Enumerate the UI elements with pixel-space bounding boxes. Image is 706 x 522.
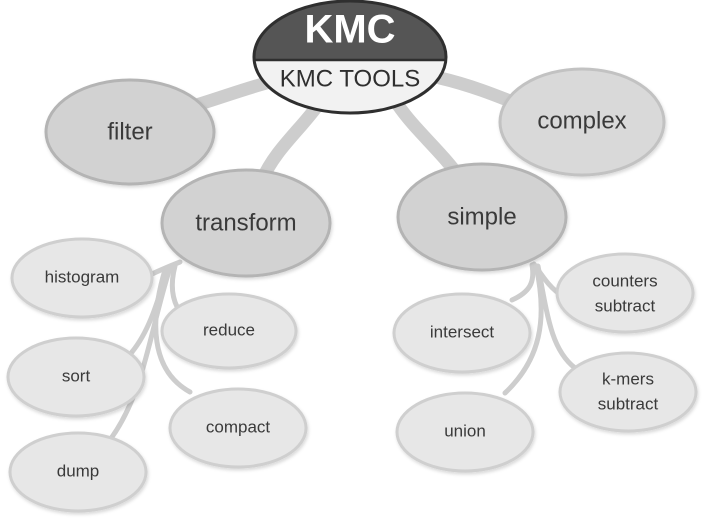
transform-branches	[109, 259, 193, 440]
counters-subtract-bubble	[555, 252, 695, 334]
leaf-union: union	[395, 391, 535, 473]
sort-bubble	[6, 336, 146, 418]
sort-label: sort	[62, 366, 91, 385]
root-bottom-fill	[254, 60, 446, 113]
transform-bubble	[160, 168, 332, 278]
compact-bubble	[168, 387, 308, 469]
transform-label: transform	[195, 209, 296, 236]
leaf-histogram: histogram	[10, 237, 154, 319]
leaf-reduce: reduce	[160, 292, 298, 370]
leaf-compact: compact	[168, 387, 308, 469]
counters-subtract-label-line2: subtract	[595, 296, 656, 315]
leaf-intersect: intersect	[392, 292, 532, 374]
category-filter: filter	[44, 78, 216, 186]
leaf-counters-subtract: counters subtract	[555, 252, 695, 334]
branch-transform-dump	[109, 265, 173, 440]
complex-bubble	[498, 67, 666, 177]
histogram-bubble	[10, 237, 154, 319]
dump-bubble	[8, 431, 148, 513]
union-bubble	[395, 391, 535, 473]
kmers-subtract-label-line1: k-mers	[602, 369, 654, 388]
dump-label: dump	[57, 461, 100, 480]
filter-bubble	[44, 78, 216, 186]
leaf-dump: dump	[8, 431, 148, 513]
leaf-sort: sort	[6, 336, 146, 418]
union-label: union	[444, 421, 486, 440]
complex-label: complex	[537, 107, 626, 134]
root-subtitle: KMC TOOLS	[280, 65, 420, 92]
simple-label: simple	[447, 203, 516, 230]
category-complex: complex	[498, 67, 666, 177]
intersect-bubble	[392, 292, 532, 374]
leaf-kmers-subtract: k-mers subtract	[558, 351, 698, 433]
compact-label: compact	[206, 417, 271, 436]
simple-bubble	[396, 162, 568, 272]
branch-simple-kmers	[535, 263, 578, 371]
branch-transform-compact	[153, 267, 193, 395]
reduce-label: reduce	[203, 320, 255, 339]
reduce-bubble	[160, 292, 298, 370]
histogram-label: histogram	[45, 267, 120, 286]
root-outline	[252, 0, 448, 115]
branch-root-transform	[255, 98, 325, 187]
root-top-fill	[254, 1, 446, 60]
branch-simple-intersect	[509, 262, 536, 303]
category-transform: transform	[160, 168, 332, 278]
kmers-subtract-label-line2: subtract	[598, 394, 659, 413]
root-title: KMC	[304, 8, 395, 52]
root-node: KMC KMC TOOLS	[252, 0, 448, 115]
intersect-label: intersect	[430, 322, 495, 341]
filter-label: filter	[107, 118, 152, 145]
counters-subtract-label-line1: counters	[592, 271, 657, 290]
kmers-subtract-bubble	[558, 351, 698, 433]
simple-branches	[502, 261, 578, 396]
category-simple: simple	[396, 162, 568, 272]
